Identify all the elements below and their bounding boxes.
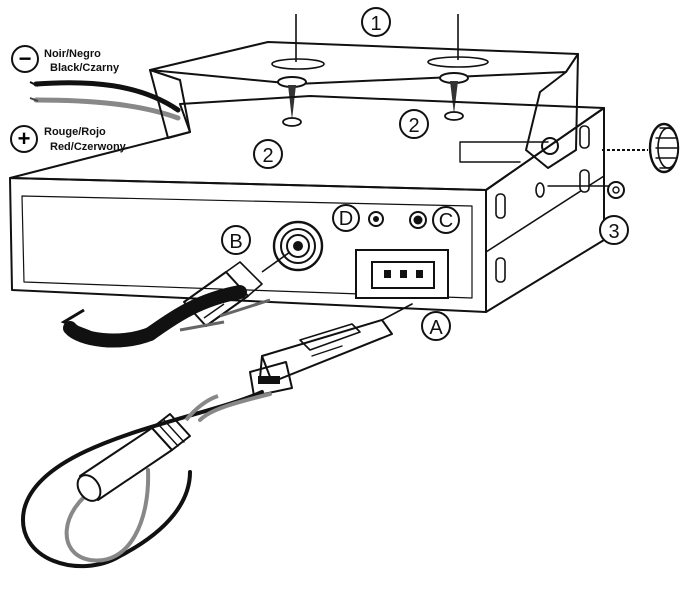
bracket-screw-right (439, 72, 469, 121)
callout-jack-c: C (432, 206, 460, 234)
plus-symbol: + (18, 126, 31, 151)
svg-text:2: 2 (408, 115, 419, 137)
svg-text:D: D (339, 208, 353, 230)
svg-text:A: A (429, 317, 443, 339)
svg-text:2: 2 (262, 145, 273, 167)
jack-c (409, 211, 427, 229)
power-wires (29, 80, 181, 121)
antenna-socket (272, 220, 324, 272)
minus-symbol: − (19, 46, 32, 71)
svg-text:C: C (439, 210, 453, 232)
power-plug (249, 303, 413, 397)
positive-wire-label: + Rouge/Rojo Red/Czerwony (10, 125, 127, 153)
negative-label-line2: Black/Czarny (50, 62, 120, 74)
svg-text:3: 3 (608, 221, 619, 243)
power-socket (355, 249, 449, 299)
radio-body (9, 95, 611, 313)
antenna-plug (183, 251, 291, 327)
washer (607, 181, 625, 199)
negative-label-line1: Noir/Negro (44, 48, 101, 60)
callout-washer: 3 (599, 215, 629, 245)
callout-power-socket: A (421, 311, 451, 341)
mounting-bracket (149, 14, 579, 169)
positive-label-line1: Rouge/Rojo (44, 126, 106, 138)
callout-antenna-socket: B (221, 225, 251, 255)
bracket-screw-left (277, 76, 307, 127)
callout-bracket: 1 (361, 7, 391, 37)
callout-screw-left: 2 (253, 139, 283, 169)
jack-d (368, 211, 384, 227)
power-lead-wires (21, 298, 272, 569)
negative-wire-label: − Noir/Negro Black/Czarny (11, 45, 120, 74)
fuse-holder (76, 394, 219, 502)
antenna-cable (60, 251, 291, 348)
svg-text:1: 1 (370, 13, 381, 35)
callout-screw-right: 2 (399, 109, 429, 139)
mounting-knob (602, 122, 680, 174)
callout-jack-d: D (332, 204, 360, 232)
positive-label-line2: Red/Czerwony (50, 141, 127, 153)
svg-text:B: B (229, 231, 242, 253)
